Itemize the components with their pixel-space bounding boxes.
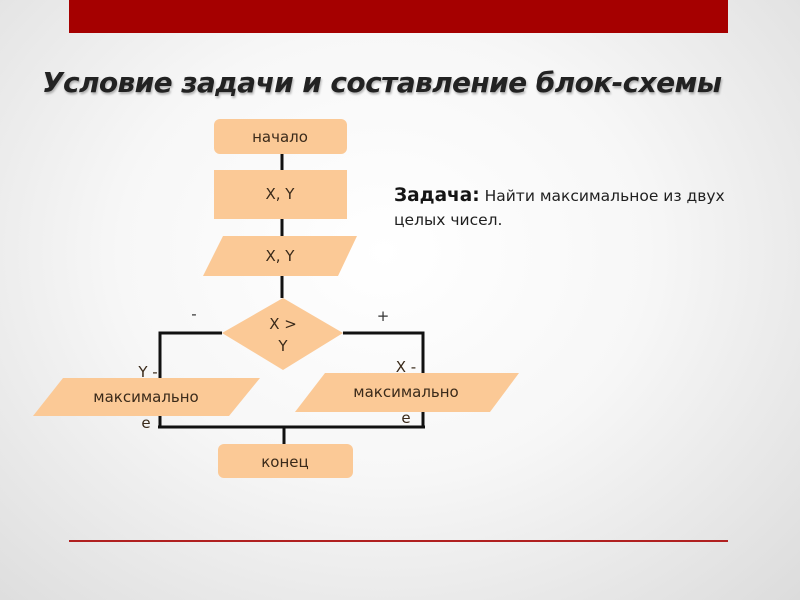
flowchart-connectors xyxy=(158,154,425,444)
branch-yes-label: + xyxy=(377,307,390,325)
connector-no-branch xyxy=(158,331,222,380)
bottom-rule xyxy=(69,540,728,542)
output-right-line2: максимально xyxy=(353,383,458,401)
condition-label-line2: Y xyxy=(277,337,288,355)
end-block xyxy=(218,444,353,478)
connector-yes-branch xyxy=(343,331,425,373)
task-label: Задача: xyxy=(394,185,480,206)
input-label: X, Y xyxy=(266,247,296,265)
output-left-block xyxy=(33,378,260,416)
output-right-block xyxy=(295,373,519,412)
start-label: начало xyxy=(252,128,308,146)
task-statement: Задача: Найти максимальное из двух целых… xyxy=(394,184,739,232)
top-accent-bar xyxy=(69,0,728,33)
output-left-line1: Y - xyxy=(137,363,157,381)
condition-block xyxy=(222,298,343,370)
output-right-line1: X - xyxy=(396,358,416,376)
condition-label-line1: X > xyxy=(269,315,297,333)
declare-label: X, Y xyxy=(266,185,296,203)
task-text: Найти максимальное из двух целых чисел. xyxy=(394,187,725,229)
output-right-line3: е xyxy=(401,409,410,427)
branch-no-label: - xyxy=(191,305,196,323)
end-label: конец xyxy=(261,453,308,471)
start-block xyxy=(214,119,347,154)
input-block xyxy=(203,236,357,276)
slide-title: Условие задачи и составление блок-схемы xyxy=(42,66,722,99)
declare-block xyxy=(214,170,347,219)
output-left-line3: е xyxy=(141,414,150,432)
output-left-line2: максимально xyxy=(93,388,198,406)
